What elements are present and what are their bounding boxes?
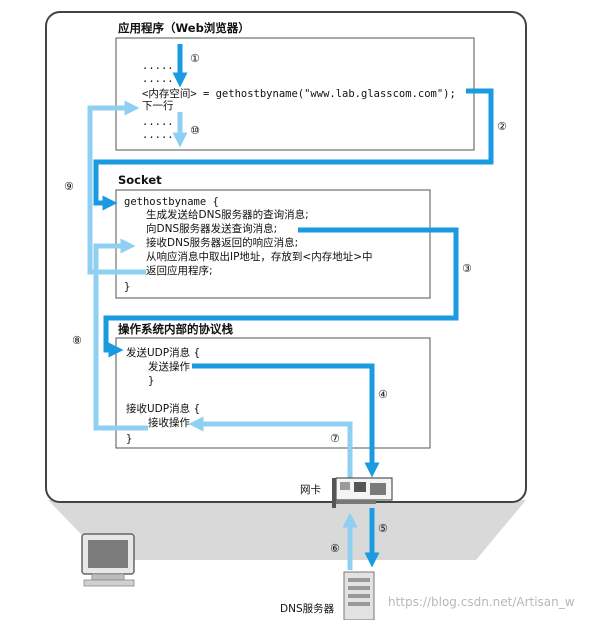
app-dots-2: .....	[142, 73, 174, 85]
flow-step-3-arrow	[103, 227, 459, 358]
dns-server-label: DNS服务器	[280, 602, 335, 615]
app-heading: 应用程序（Web浏览器）	[118, 21, 250, 35]
step-7-label: ⑦	[330, 432, 340, 445]
flow-step-2-arrow	[93, 88, 494, 211]
stack-send-op: 发送操作	[148, 360, 190, 373]
step-4-label: ④	[378, 388, 388, 401]
socket-line-5: 返回应用程序;	[146, 264, 213, 277]
computer-base-shadow	[48, 500, 526, 560]
socket-line-3: 接收DNS服务器返回的响应消息;	[146, 236, 298, 249]
stack-box	[115, 337, 431, 449]
step-8-label: ⑧	[72, 334, 82, 347]
monitor-icon	[81, 533, 135, 587]
app-dots-4: .....	[142, 129, 174, 141]
stack-close-2: }	[126, 433, 132, 445]
stack-recv-op: 接收操作	[148, 416, 190, 429]
step-9-label: ⑨	[64, 180, 74, 193]
stack-heading: 操作系统内部的协议栈	[118, 322, 233, 336]
step-10-label: ⑩	[190, 124, 200, 137]
step-1-label: ①	[190, 52, 200, 65]
watermark-text: https://blog.csdn.net/Artisan_w	[388, 595, 575, 609]
flow-step-9-arrow	[87, 100, 146, 275]
socket-box	[115, 189, 431, 299]
dns-server-icon	[343, 571, 375, 620]
socket-line-4: 从响应消息中取出IP地址，存放到<内存地址>中	[146, 250, 373, 263]
flow-step-7-arrow	[188, 416, 353, 480]
app-call-line: <内存空间> = gethostbyname("www.lab.glasscom…	[142, 87, 456, 100]
step-3-label: ③	[462, 262, 472, 275]
stack-send-udp: 发送UDP消息 {	[126, 346, 200, 359]
request-flow	[93, 44, 494, 568]
step-6-label: ⑥	[330, 542, 340, 555]
app-box	[115, 37, 475, 151]
app-dots-3: .....	[142, 116, 174, 128]
app-dots-1: .....	[142, 60, 174, 72]
socket-func: gethostbyname {	[124, 196, 219, 208]
socket-heading: Socket	[118, 173, 162, 187]
stack-recv-udp: 接收UDP消息 {	[126, 402, 200, 415]
nic-label: 网卡	[300, 483, 321, 496]
flow-step-8-arrow	[93, 238, 148, 431]
step-5-label: ⑤	[378, 522, 388, 535]
stack-close-1: }	[148, 375, 154, 387]
network-card-icon	[332, 477, 393, 508]
app-next-line: 下一行	[142, 99, 174, 112]
response-flow	[87, 100, 358, 570]
step-2-label: ②	[497, 120, 507, 133]
socket-line-2: 向DNS服务器发送查询消息;	[146, 222, 277, 235]
flow-step-4-arrow	[192, 363, 380, 478]
socket-line-1: 生成发送给DNS服务器的查询消息;	[146, 208, 309, 221]
socket-close: }	[124, 281, 130, 293]
